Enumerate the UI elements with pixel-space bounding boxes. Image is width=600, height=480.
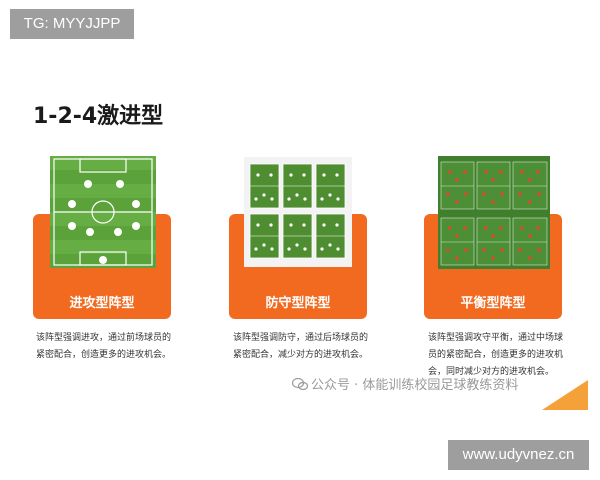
card-attack-label: 进攻型阵型 <box>69 296 135 311</box>
card-balance-label: 平衡型阵型 <box>460 296 526 311</box>
balance-formation-image <box>438 156 550 269</box>
account-watermark-text: 公众号 · 体能训练校园足球教练资料 <box>311 378 519 393</box>
card-defense-label: 防守型阵型 <box>265 296 331 311</box>
attack-formation-image <box>50 156 156 268</box>
wechat-icon <box>292 378 308 390</box>
account-watermark: 公众号 · 体能训练校园足球教练资料 <box>292 374 518 393</box>
defense-formation-image <box>244 157 352 267</box>
formation-grid-icon <box>244 157 352 267</box>
tg-watermark: TG: MYYJJPP <box>10 9 134 39</box>
url-watermark: www.udyvnez.cn <box>448 440 589 470</box>
card-attack-desc: 该阵型强调进攻，通过前场球员的紧密配合，创造更多的进攻机会。 <box>36 333 172 360</box>
formation-grid-icon-2 <box>438 156 550 269</box>
soccer-pitch-icon <box>50 156 156 268</box>
corner-decoration <box>542 380 588 410</box>
page-title: 1-2-4激进型 <box>33 104 164 129</box>
card-balance-desc: 该阵型强调攻守平衡，通过中场球员的紧密配合，创造更多的进攻机会，同时减少对方的进… <box>428 333 564 377</box>
card-defense-desc: 该阵型强调防守，通过后场球员的紧密配合，减少对方的进攻机会。 <box>233 333 369 360</box>
